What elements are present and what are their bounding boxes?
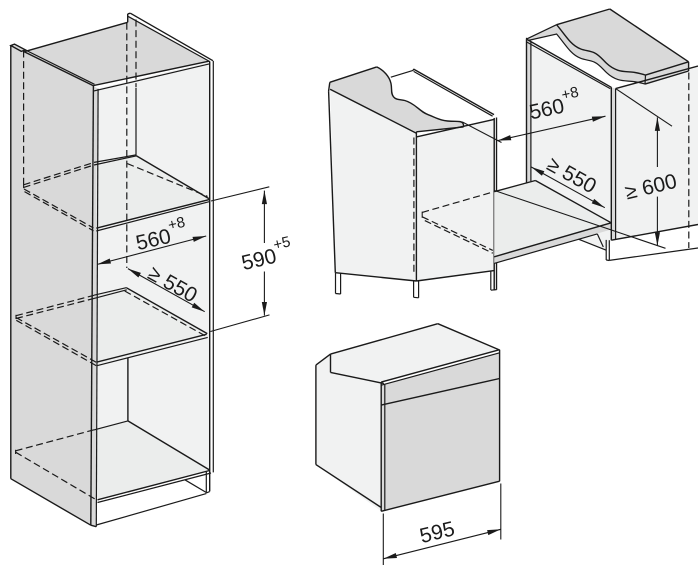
- svg-text:590+5: 590+5: [238, 233, 296, 275]
- svg-text:595: 595: [418, 517, 458, 548]
